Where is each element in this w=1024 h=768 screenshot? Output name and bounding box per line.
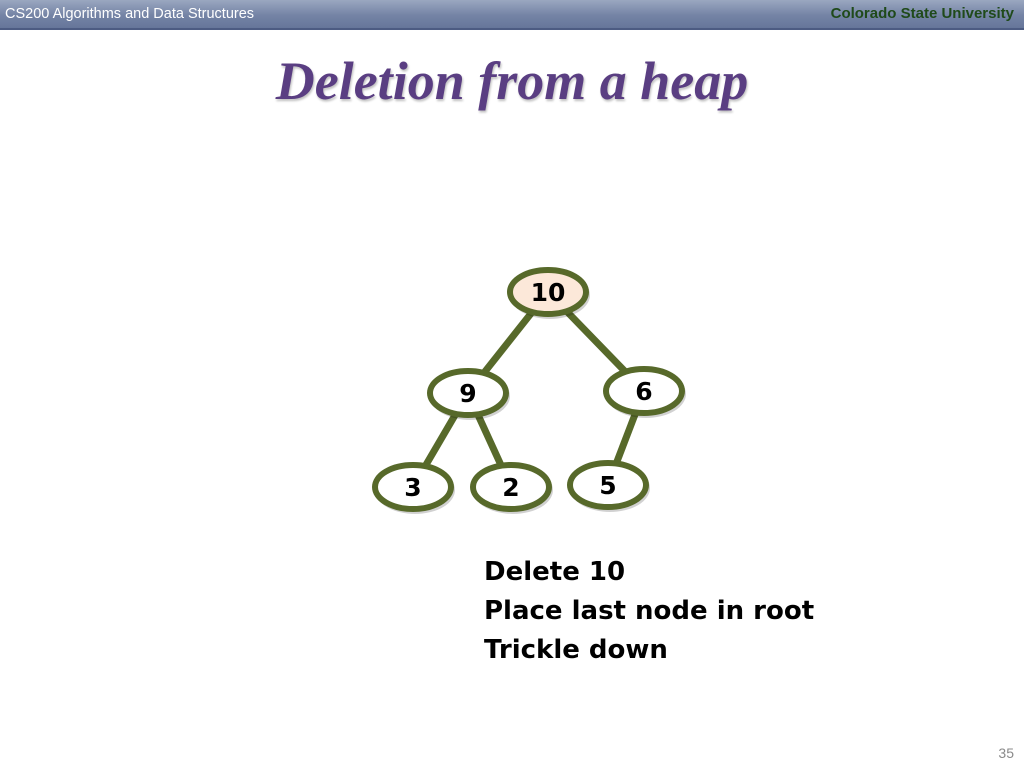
heap-node-10: 10 [507, 267, 590, 319]
university-name: Colorado State University [830, 5, 1014, 22]
steps-list: Delete 10 Place last node in root Trickl… [484, 553, 814, 670]
step-item: Trickle down [484, 635, 668, 665]
header-bar: CS200 Algorithms and Data Structures Col… [0, 0, 1024, 30]
node-circle [470, 462, 552, 512]
slide-number: 35 [998, 745, 1014, 761]
node-label: 5 [599, 471, 616, 500]
node-circle [567, 460, 649, 510]
node-label: 10 [531, 278, 566, 307]
step-item: Place last node in root [484, 596, 815, 626]
slide-title: Deletion from a heap [275, 51, 749, 111]
step-item: Delete 10 [484, 557, 626, 587]
heap-node-3: 3 [372, 462, 455, 514]
node-circle [507, 267, 589, 317]
heap-node-2: 2 [470, 462, 553, 514]
node-label: 9 [459, 379, 476, 408]
heap-node-9: 9 [427, 368, 510, 420]
node-circle [427, 368, 509, 418]
heap-node-5: 5 [567, 460, 650, 512]
node-label: 3 [404, 473, 421, 502]
heap-node-6: 6 [603, 366, 686, 418]
node-label: 6 [635, 377, 652, 406]
node-circle [372, 462, 454, 512]
course-title: CS200 Algorithms and Data Structures [5, 6, 255, 22]
node-label: 2 [502, 473, 519, 502]
node-circle [603, 366, 685, 416]
